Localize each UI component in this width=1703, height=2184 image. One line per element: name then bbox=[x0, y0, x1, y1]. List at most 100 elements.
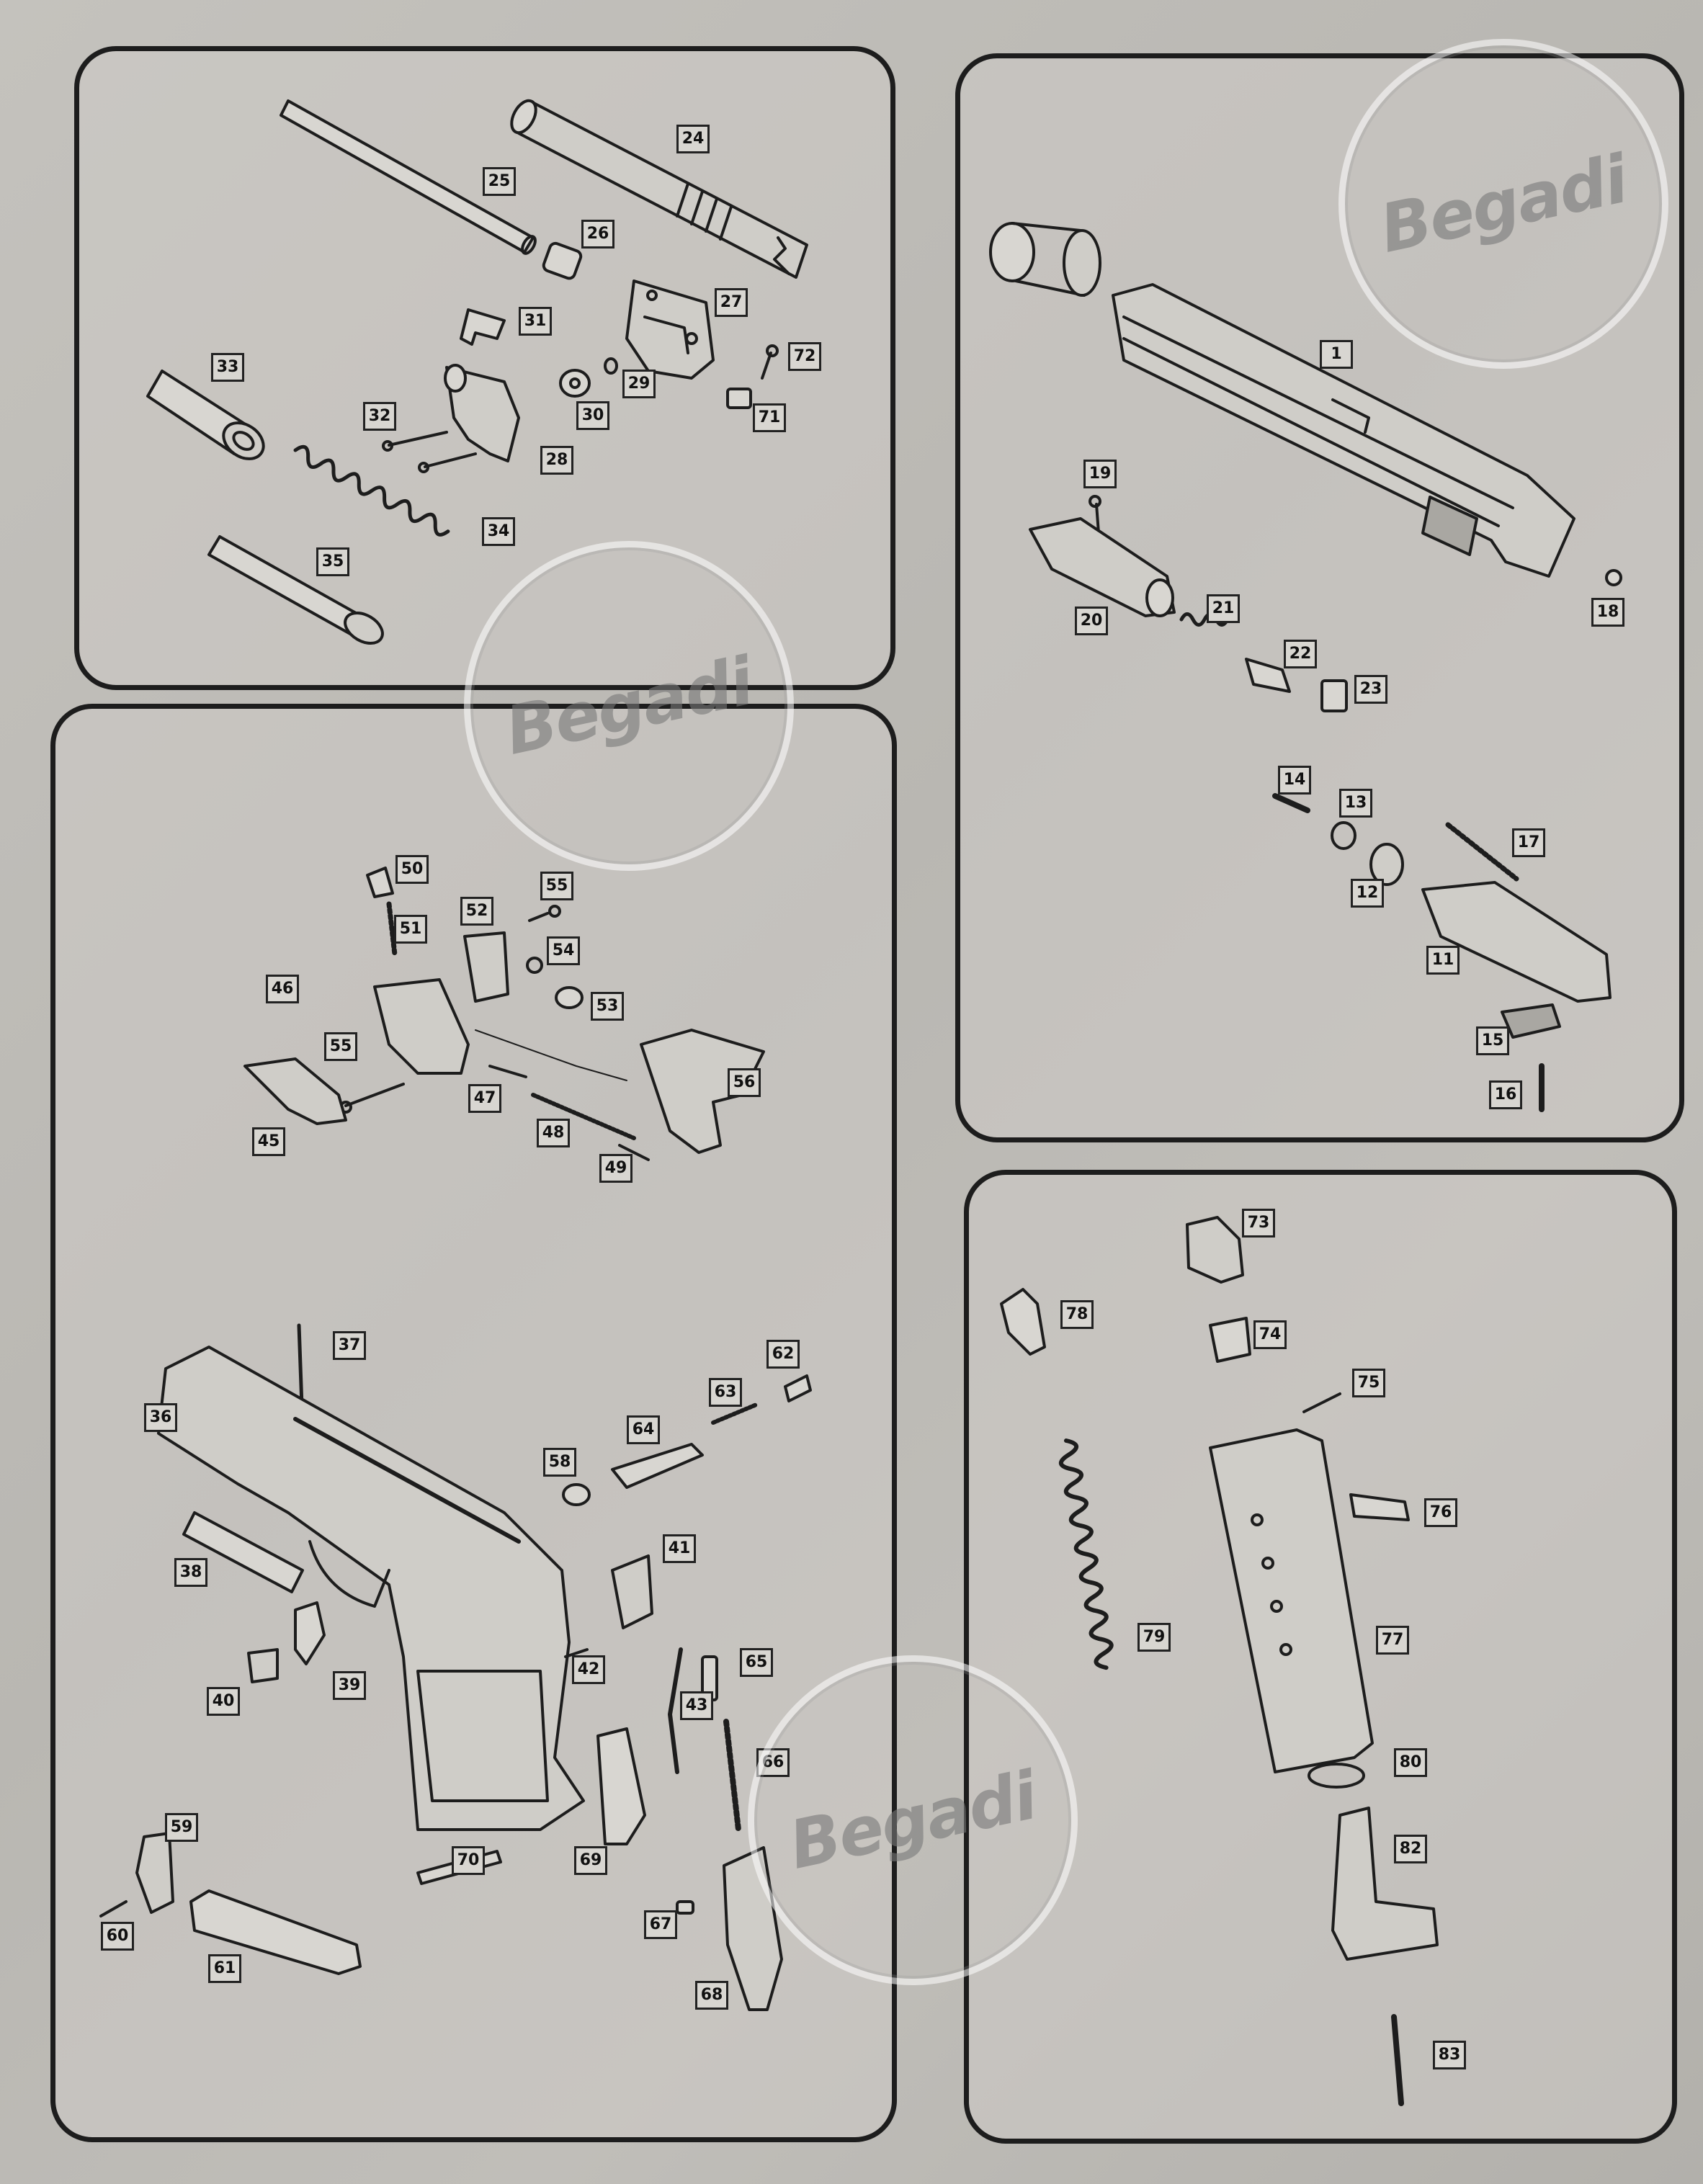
frame-36 bbox=[157, 1346, 585, 1831]
recoil-guide-tube-33 bbox=[146, 370, 265, 460]
part-label: 74 bbox=[1253, 1320, 1287, 1349]
clip-31 bbox=[460, 308, 506, 346]
part-label: 15 bbox=[1476, 1026, 1509, 1055]
spring-21 bbox=[1179, 612, 1230, 627]
sear-41 bbox=[611, 1554, 653, 1629]
part-label: 51 bbox=[394, 915, 427, 944]
part-53 bbox=[555, 986, 584, 1009]
part-label: 14 bbox=[1278, 766, 1311, 795]
follower-78 bbox=[1000, 1288, 1046, 1356]
base-82 bbox=[1331, 1807, 1439, 1961]
spring-43 bbox=[668, 1647, 683, 1774]
part-label: 55 bbox=[324, 1032, 357, 1061]
part-label: 1 bbox=[1320, 340, 1353, 369]
hop-up-screw-72 bbox=[761, 344, 779, 380]
part-label: 61 bbox=[208, 1954, 241, 1983]
part-label: 23 bbox=[1354, 675, 1387, 704]
part-label: 35 bbox=[316, 547, 349, 576]
mag-spring-79 bbox=[1058, 1438, 1114, 1670]
part-label: 62 bbox=[766, 1340, 800, 1369]
part-label: 56 bbox=[728, 1068, 761, 1097]
plunger-62 bbox=[784, 1374, 812, 1402]
part-label: 26 bbox=[581, 220, 614, 249]
recoil-guide-rod-35 bbox=[207, 535, 384, 645]
recoil-spring-34 bbox=[293, 444, 450, 537]
pin-67 bbox=[676, 1900, 694, 1915]
part-label: 42 bbox=[572, 1655, 605, 1684]
pin-42 bbox=[564, 1648, 589, 1658]
barrel-lug-28 bbox=[444, 364, 520, 462]
part-label: 73 bbox=[1242, 1209, 1275, 1238]
part-label: 43 bbox=[680, 1691, 713, 1720]
part-label: 11 bbox=[1426, 946, 1460, 975]
begadi-watermark: Begadi bbox=[748, 1655, 1078, 1985]
part-label: 76 bbox=[1424, 1498, 1457, 1527]
screw-55b bbox=[339, 1083, 405, 1114]
outer-barrel-part bbox=[510, 99, 808, 279]
grip-safety-56 bbox=[640, 1029, 765, 1154]
part-label: 53 bbox=[591, 992, 624, 1021]
pin-49 bbox=[618, 1144, 650, 1161]
part-15 bbox=[1501, 1003, 1561, 1039]
blowback-unit-11 bbox=[1421, 881, 1612, 1003]
watermark-text: Begadi bbox=[782, 1756, 1043, 1884]
o-ring-80 bbox=[1308, 1763, 1365, 1789]
valve-76 bbox=[1349, 1493, 1410, 1521]
pin-75 bbox=[1302, 1392, 1341, 1413]
lever-64 bbox=[611, 1443, 704, 1489]
mag-body-77 bbox=[1209, 1428, 1374, 1773]
spring-63 bbox=[711, 1402, 759, 1425]
part-label: 29 bbox=[622, 370, 656, 398]
part-label: 54 bbox=[547, 936, 580, 965]
part-label: 49 bbox=[599, 1154, 633, 1183]
part-label: 46 bbox=[266, 975, 299, 1003]
part-label: 41 bbox=[663, 1534, 696, 1563]
part-label: 77 bbox=[1376, 1626, 1409, 1655]
part-label: 71 bbox=[753, 403, 786, 432]
part-label: 63 bbox=[709, 1378, 742, 1407]
part-40 bbox=[247, 1648, 279, 1683]
part-label: 67 bbox=[644, 1910, 677, 1939]
piston-head-12 bbox=[1369, 843, 1404, 886]
pin-60 bbox=[99, 1900, 128, 1917]
part-label: 58 bbox=[543, 1448, 576, 1477]
screw-18 bbox=[1605, 569, 1622, 586]
part-label: 16 bbox=[1489, 1080, 1522, 1109]
outer-barrel-bushing bbox=[989, 222, 1101, 297]
part-label: 60 bbox=[101, 1922, 134, 1951]
hammer-45 bbox=[243, 1057, 347, 1125]
part-label: 45 bbox=[252, 1127, 285, 1156]
part-label: 64 bbox=[627, 1415, 660, 1444]
part-73 bbox=[1186, 1216, 1244, 1284]
part-label: 27 bbox=[715, 288, 748, 317]
plate-61 bbox=[189, 1889, 362, 1975]
part-label: 25 bbox=[483, 167, 516, 196]
part-label: 31 bbox=[519, 307, 552, 336]
watermark-text: Begadi bbox=[499, 642, 759, 770]
slide-stop-38 bbox=[182, 1511, 304, 1593]
part-label: 82 bbox=[1394, 1835, 1427, 1863]
part-label: 69 bbox=[574, 1846, 607, 1875]
part-label: 40 bbox=[207, 1687, 240, 1716]
part-label: 65 bbox=[740, 1648, 773, 1677]
slide-part-1 bbox=[1112, 283, 1575, 578]
hop-up-wheel-30 bbox=[559, 369, 591, 398]
part-label: 80 bbox=[1394, 1748, 1427, 1777]
part-label: 36 bbox=[144, 1403, 177, 1432]
part-label: 28 bbox=[540, 446, 573, 475]
part-label: 22 bbox=[1284, 640, 1317, 668]
nozzle-part-20 bbox=[1029, 517, 1176, 617]
part-label: 17 bbox=[1512, 828, 1545, 857]
o-ring-13 bbox=[1331, 821, 1356, 850]
part-label: 52 bbox=[460, 897, 493, 926]
part-label: 20 bbox=[1075, 607, 1108, 635]
leaf-spring-69 bbox=[596, 1727, 646, 1845]
part-label: 79 bbox=[1137, 1623, 1171, 1652]
screw-83 bbox=[1391, 2014, 1404, 2106]
o-ring-29 bbox=[604, 357, 618, 375]
inner-barrel-part bbox=[280, 99, 537, 255]
part-label: 59 bbox=[165, 1813, 198, 1842]
part-label: 30 bbox=[576, 401, 609, 430]
part-label: 12 bbox=[1351, 879, 1384, 908]
